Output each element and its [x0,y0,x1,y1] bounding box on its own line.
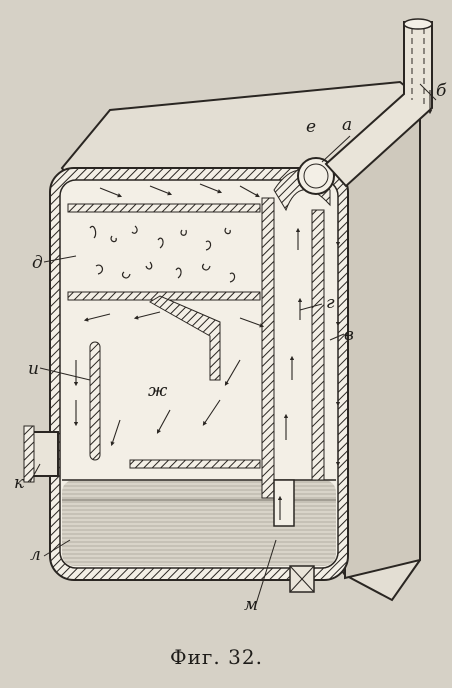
label-l: л [30,545,41,565]
label-i: и [28,359,39,379]
label-m: м [244,595,258,615]
drain-valve [289,565,315,593]
vertical-ducts [261,169,331,499]
leader-lines [29,83,437,605]
label-a: а [342,115,352,135]
label-g: г [326,293,335,313]
label-e: е [306,117,316,137]
figure-caption: Фиг. 32. [170,645,263,669]
label-v: в [344,325,354,345]
inlet-nozzle [23,425,59,483]
diagram-labels: а б в г д е ж и к л м [14,81,447,615]
lower-partitions [89,295,295,527]
label-zh: ж [148,381,168,401]
label-b: б [436,81,447,101]
airflow-arrows [73,90,433,520]
water-reservoir [62,479,336,566]
label-d: д [32,253,43,273]
fan-and-pipe [297,18,433,195]
label-k: к [14,473,25,493]
